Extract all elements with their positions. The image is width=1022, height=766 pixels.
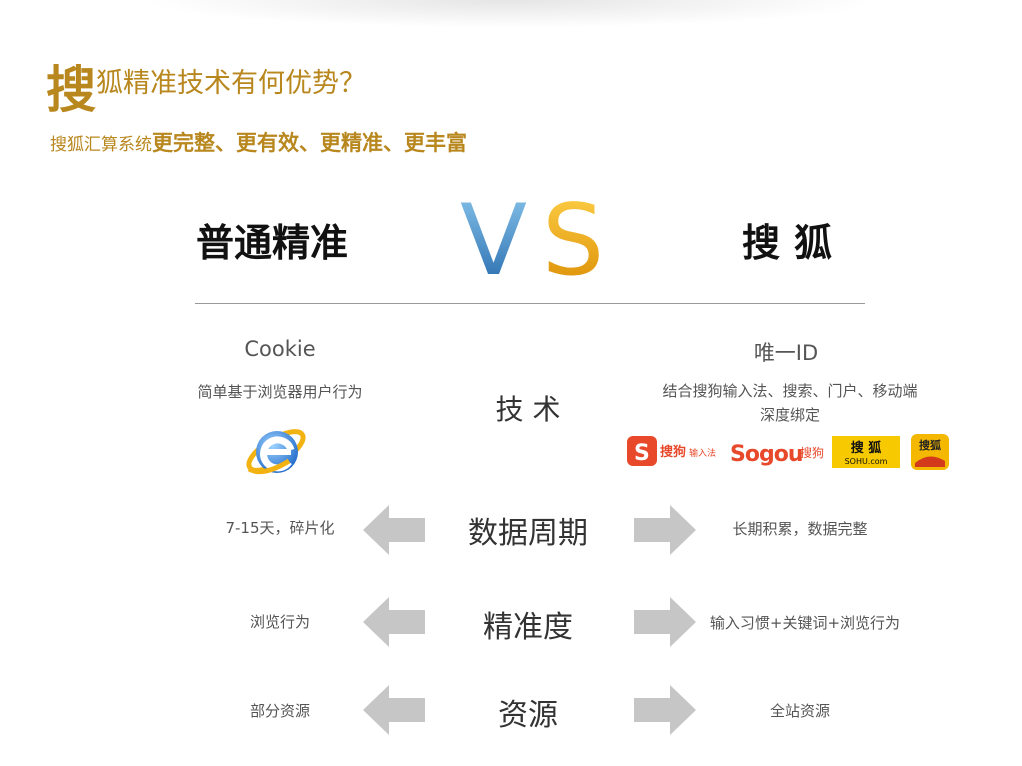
left-value-data-cycle: 7-15天，碎片化 <box>225 519 335 537</box>
sogou-logo: Sogou 搜狗 <box>730 442 824 467</box>
right-column-desc-line2: 深度绑定 <box>759 406 820 424</box>
svg-text:搜狗: 搜狗 <box>800 445 824 460</box>
right-value-resources: 全站资源 <box>769 702 830 720</box>
page-title: 搜狐精准技术有何优势？ <box>46 58 366 122</box>
row-label-technology: 技 术 <box>495 393 561 426</box>
sohu-fox-logo: 搜狐 <box>911 434 949 470</box>
arrow-right-icon <box>634 505 696 555</box>
left-column-head: Cookie <box>244 337 316 361</box>
sohu-logo: 搜 狐 SOHU.com <box>832 436 900 468</box>
arrow-left-icon <box>363 597 425 647</box>
top-shadow <box>140 0 880 28</box>
left-column-desc: 简单基于浏览器用户行为 <box>197 383 363 401</box>
row-label-resources: 资源 <box>498 698 558 733</box>
left-value-accuracy: 浏览行为 <box>249 613 310 631</box>
divider <box>195 303 865 304</box>
sogou-input-logo: S 搜狗 输入法 <box>627 436 716 466</box>
svg-text:搜狗: 搜狗 <box>660 444 686 460</box>
right-value-data-cycle: 长期积累，数据完整 <box>732 520 868 538</box>
vs-logo: V S <box>460 186 604 286</box>
svg-text:SOHU.com: SOHU.com <box>845 457 888 466</box>
row-label-data-cycle: 数据周期 <box>468 516 588 551</box>
compare-left-title: 普通精准 <box>196 221 349 265</box>
right-value-accuracy: 输入习惯+关键词+浏览行为 <box>709 614 901 632</box>
arrow-left-icon <box>363 685 425 735</box>
arrow-right-icon <box>634 685 696 735</box>
subtitle-normal: 搜狐汇算系统 <box>50 135 152 155</box>
vs-letter-s: S <box>542 186 604 286</box>
page-title-rest: 狐精准技术有何优势？ <box>96 68 366 99</box>
row-label-accuracy: 精准度 <box>483 610 573 645</box>
subtitle-bold: 更完整、更有效、更精准、更丰富 <box>152 131 467 155</box>
arrow-right-icon <box>634 597 696 647</box>
vs-letter-v: V <box>460 186 527 286</box>
page-subtitle: 搜狐汇算系统更完整、更有效、更精准、更丰富 <box>50 127 467 157</box>
compare-right-title: 搜狐 <box>742 221 847 265</box>
right-column-head: 唯一ID <box>753 341 819 365</box>
left-value-resources: 部分资源 <box>249 702 310 720</box>
svg-text:Sogou: Sogou <box>730 442 802 467</box>
arrow-left-icon <box>363 505 425 555</box>
svg-text:搜 狐: 搜 狐 <box>851 440 882 456</box>
right-column-desc-line1: 结合搜狗输入法、搜索、门户、移动端 <box>662 382 918 400</box>
svg-text:输入法: 输入法 <box>689 447 716 459</box>
svg-text:S: S <box>634 441 650 466</box>
page-title-first-char: 搜 <box>46 61 96 119</box>
internet-explorer-icon <box>246 429 306 475</box>
svg-text:搜狐: 搜狐 <box>919 438 941 452</box>
